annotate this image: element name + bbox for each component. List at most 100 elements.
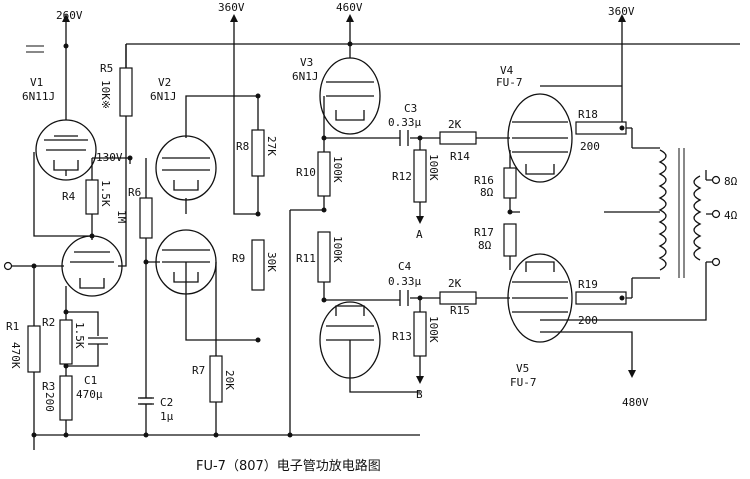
v5-ref: V5 <box>516 362 529 375</box>
rail-480v-label: 480V <box>622 396 649 409</box>
r3-value: 200 <box>43 392 56 412</box>
node-b-label: B <box>416 388 423 401</box>
tube-v2a <box>155 135 217 201</box>
tube-v4 <box>507 93 573 183</box>
v5-type: FU-7 <box>510 376 537 389</box>
r1-body <box>27 325 41 373</box>
c1-value: 470μ <box>76 388 103 401</box>
r18-body <box>575 121 627 135</box>
r14-body <box>439 131 477 145</box>
tube-v3a <box>319 57 381 135</box>
output-transformer <box>632 147 702 279</box>
r11-ref: R11 <box>296 252 316 265</box>
r15-body <box>439 291 477 305</box>
c3-symbol <box>399 130 409 146</box>
r5-body <box>119 67 133 117</box>
r3-ref: R3 <box>42 380 55 393</box>
r9-ref: R9 <box>232 252 245 265</box>
r12-ref: R12 <box>392 170 412 183</box>
r16-value: 8Ω <box>480 186 494 199</box>
rail-360v-left-label: 360V <box>218 1 245 14</box>
r17-value: 8Ω <box>478 239 492 252</box>
r10-ref: R10 <box>296 166 316 179</box>
r11-value: 100K <box>331 236 344 263</box>
r10-body <box>317 151 331 197</box>
capacitor-symbols <box>88 130 409 405</box>
r6-body <box>139 197 153 239</box>
r16-body <box>503 167 517 199</box>
r19-body <box>575 291 627 305</box>
r17-body <box>503 223 517 257</box>
r13-body <box>413 311 427 357</box>
tube-v1 <box>35 119 97 181</box>
c4-ref: C4 <box>398 260 412 273</box>
rail-460v-label: 460V <box>336 1 363 14</box>
terminals <box>3 175 721 271</box>
c1-ref: C1 <box>84 374 97 387</box>
r6-value: 1M <box>115 210 128 224</box>
r19-value: 200 <box>578 314 598 327</box>
r7-body <box>209 355 223 403</box>
r8-value: 27K <box>265 136 278 156</box>
r12-body <box>413 149 427 203</box>
junction-dots <box>31 41 625 438</box>
r1-ref: R1 <box>6 320 19 333</box>
r14-value: 2K <box>448 118 462 131</box>
c1-symbol <box>88 337 108 345</box>
r4-ref: R4 <box>62 190 76 203</box>
r3-body <box>59 375 73 421</box>
r1-value: 470K <box>9 342 22 369</box>
r11-body <box>317 231 331 283</box>
v4-type: FU-7 <box>496 76 523 89</box>
r9-value: 30K <box>265 252 278 272</box>
r2-ref: R2 <box>42 316 55 329</box>
r5-ref: R5 <box>100 62 113 75</box>
rail-arrows <box>62 14 636 384</box>
v1-type: 6N11J <box>22 90 55 103</box>
r7-ref: R7 <box>192 364 205 377</box>
c2-ref: C2 <box>160 396 173 409</box>
r15-ref: R15 <box>450 304 470 317</box>
c4-value: 0.33μ <box>388 275 421 288</box>
input-terminal <box>3 261 13 271</box>
r8-body <box>251 129 265 177</box>
v1-ref: V1 <box>30 76 43 89</box>
r5-value: 10K※ <box>99 80 112 109</box>
c3-value: 0.33μ <box>388 116 421 129</box>
r2-value: 1.5K <box>73 322 86 349</box>
r13-ref: R13 <box>392 330 412 343</box>
output-8ohm-terminal <box>711 175 721 185</box>
r4-value: 1.5K <box>99 180 112 207</box>
r12-value: 100K <box>427 154 440 181</box>
r17-ref: R17 <box>474 226 494 239</box>
tube-v5 <box>507 253 573 343</box>
r10-value: 100K <box>331 156 344 183</box>
v2-ref: V2 <box>158 76 171 89</box>
output-8ohm-label: 8Ω <box>724 175 738 188</box>
v3-ref: V3 <box>300 56 313 69</box>
output-common-terminal <box>711 257 721 267</box>
r7-value: 20K <box>223 370 236 390</box>
r4-body <box>85 179 99 215</box>
tube-v1b <box>61 235 123 297</box>
node-a-label: A <box>416 228 423 241</box>
r19-ref: R19 <box>578 278 598 291</box>
labels: 260V 360V 460V 360V 480V 130V V1 6N11J V… <box>6 1 738 474</box>
v3-type: 6N1J <box>292 70 319 83</box>
c4-symbol <box>399 290 409 306</box>
output-4ohm-terminal <box>711 209 721 219</box>
diagram-caption: FU-7（807）电子管功放电路图 <box>196 458 381 474</box>
r16-ref: R16 <box>474 174 494 187</box>
v2-type: 6N1J <box>150 90 177 103</box>
v4-ref: V4 <box>500 64 514 77</box>
r6-ref: R6 <box>128 186 141 199</box>
tube-v3b <box>319 301 381 379</box>
c3-ref: C3 <box>404 102 417 115</box>
r13-value: 100K <box>427 316 440 343</box>
c2-value: 1μ <box>160 410 174 423</box>
r8-ref: R8 <box>236 140 249 153</box>
r18-ref: R18 <box>578 108 598 121</box>
r9-body <box>251 239 265 291</box>
resistor-bodies <box>27 67 627 421</box>
